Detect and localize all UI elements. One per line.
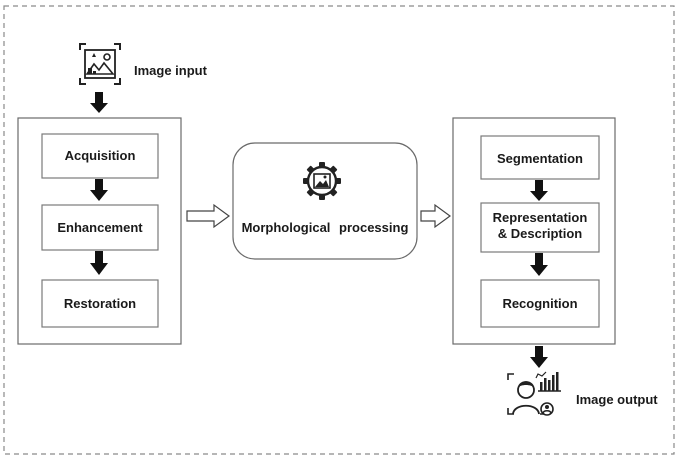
step-representation-description: Representation & Description: [492, 210, 588, 242]
step-enhancement: Enhancement: [57, 220, 143, 235]
gear-image-icon: [303, 162, 341, 200]
arrow-input-down: [90, 92, 108, 113]
arrow-acq-enh: [90, 179, 108, 201]
down-arrows: [90, 92, 548, 368]
step-segmentation: Segmentation: [497, 151, 583, 166]
recognition-box: [480, 279, 600, 328]
representation-box: [480, 202, 600, 253]
morphological-box: [232, 142, 418, 260]
step-acquisition: Acquisition: [64, 148, 136, 163]
restoration-box: [41, 279, 159, 328]
step-restoration: Restoration: [63, 296, 137, 311]
arrow-seg-rep: [530, 180, 548, 201]
outer-dashed-frame: [3, 5, 675, 455]
image-input-icon: [79, 43, 121, 85]
hollow-arrow-right: [420, 203, 452, 229]
enhancement-box: [41, 204, 159, 251]
arrow-output-down: [530, 346, 548, 368]
hollow-arrow-left: [186, 203, 231, 229]
acquisition-box: [41, 133, 159, 179]
image-input-label: Image input: [134, 63, 207, 78]
face-recognition-icon: [507, 371, 561, 416]
morphological-processing-label: Morphological processing: [241, 220, 409, 235]
image-output-label: Image output: [576, 392, 658, 407]
arrow-rep-rec: [530, 253, 548, 276]
step-recognition: Recognition: [502, 296, 578, 311]
segmentation-box: [480, 135, 600, 180]
arrow-enh-res: [90, 251, 108, 275]
